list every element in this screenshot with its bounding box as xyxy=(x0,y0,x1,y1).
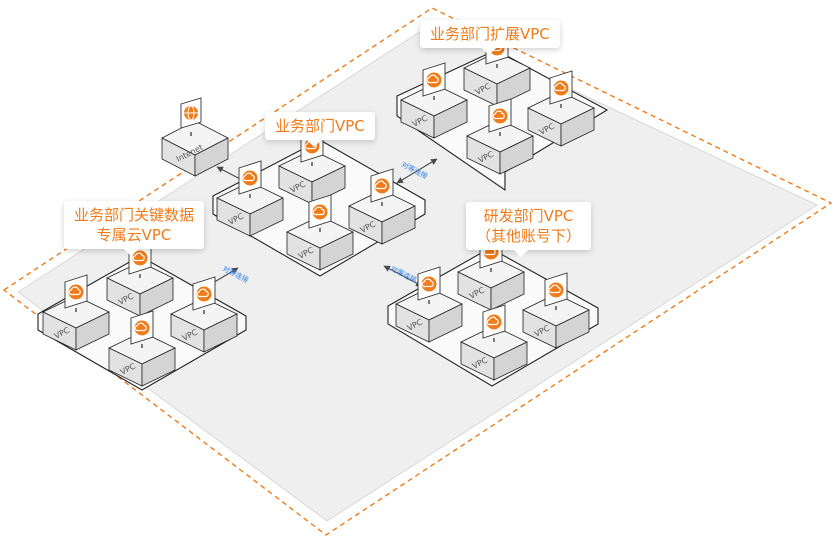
cloud-icon xyxy=(196,286,212,302)
cloud-icon xyxy=(486,314,502,330)
callout-dedicated-cloud-vpc: 业务部门关键数据 专属云VPC xyxy=(64,201,205,257)
vpc-box-business-ext-vpc-4: VPC xyxy=(466,98,534,175)
callout-dedicated-line2: 专属云VPC xyxy=(96,226,172,244)
cloud-icon xyxy=(374,178,390,194)
cloud-icon xyxy=(548,282,564,298)
vpc-box-rnd-vpc-4: VPC xyxy=(460,304,528,381)
cloud-icon xyxy=(426,72,442,88)
callout-dedicated-line1: 业务部门关键数据 xyxy=(74,206,195,224)
callout-business-ext-vpc: 业务部门扩展VPC xyxy=(420,20,560,56)
callout-rnd-vpc: 研发部门VPC （其他账号下） xyxy=(466,202,592,258)
cloud-icon xyxy=(68,284,84,300)
vpc-box-business-ext-vpc-1: VPC xyxy=(400,62,468,139)
callout-rnd-line2: （其他账号下） xyxy=(476,227,582,245)
cloud-icon xyxy=(553,80,569,96)
vpc-box-rnd-vpc-3: VPC xyxy=(522,272,590,349)
vpc-box-business-vpc-4: VPC xyxy=(286,194,354,271)
vpc-box-business-vpc-1: VPC xyxy=(216,160,284,237)
vpc-box-business-ext-vpc-3: VPC xyxy=(527,70,595,147)
vpc-box-dedicated-vpc-2: VPC xyxy=(106,240,174,317)
cloud-icon xyxy=(134,320,150,336)
vpc-box-dedicated-vpc-1: VPC xyxy=(42,274,110,351)
callout-business-vpc: 业务部门VPC xyxy=(265,112,375,148)
peering-arrow-business-to-ext xyxy=(396,158,438,184)
vpc-box-rnd-vpc-1: VPC xyxy=(395,266,463,343)
internet-node: Intenet xyxy=(161,97,229,177)
cloud-icon xyxy=(312,204,328,220)
peering-arrow-business-to-rnd xyxy=(383,265,423,287)
vpc-box-business-vpc-3: VPC xyxy=(348,168,416,245)
cloud-icon xyxy=(132,250,148,266)
callout-business-ext-vpc-text: 业务部门扩展VPC xyxy=(430,25,550,43)
cloud-icon xyxy=(242,170,258,186)
vpc-box-dedicated-vpc-3: VPC xyxy=(170,276,238,353)
cloud-icon xyxy=(492,108,508,124)
callout-business-vpc-text: 业务部门VPC xyxy=(275,117,365,135)
cloud-icon xyxy=(421,276,437,292)
callout-rnd-line1: 研发部门VPC xyxy=(483,207,574,225)
vpc-box-dedicated-vpc-4: VPC xyxy=(108,310,176,387)
globe-icon xyxy=(184,105,198,121)
